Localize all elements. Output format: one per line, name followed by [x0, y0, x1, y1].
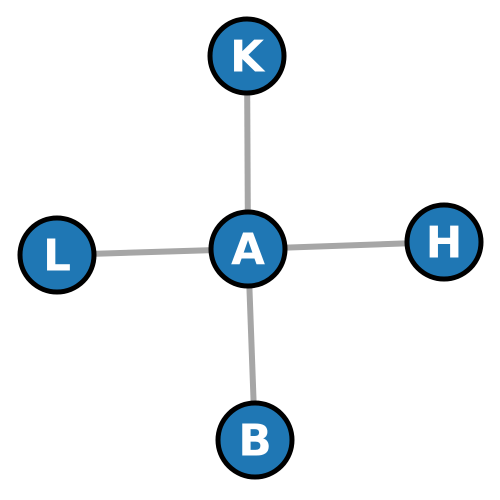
node-circle-h — [404, 202, 484, 282]
node-circle-k — [207, 16, 287, 96]
node-label-h: H — [426, 218, 463, 269]
node-k: K — [207, 16, 287, 96]
node-circle-a — [208, 209, 288, 289]
node-l: L — [17, 215, 97, 295]
node-a: A — [208, 209, 288, 289]
node-label-l: L — [43, 231, 71, 282]
nodes-layer: K L A H B — [17, 16, 484, 480]
node-circle-l — [17, 215, 97, 295]
node-circle-b — [215, 400, 295, 480]
node-b: B — [215, 400, 295, 480]
node-label-a: A — [231, 225, 265, 276]
node-h: H — [404, 202, 484, 282]
node-label-k: K — [230, 32, 266, 83]
node-label-b: B — [238, 416, 272, 467]
